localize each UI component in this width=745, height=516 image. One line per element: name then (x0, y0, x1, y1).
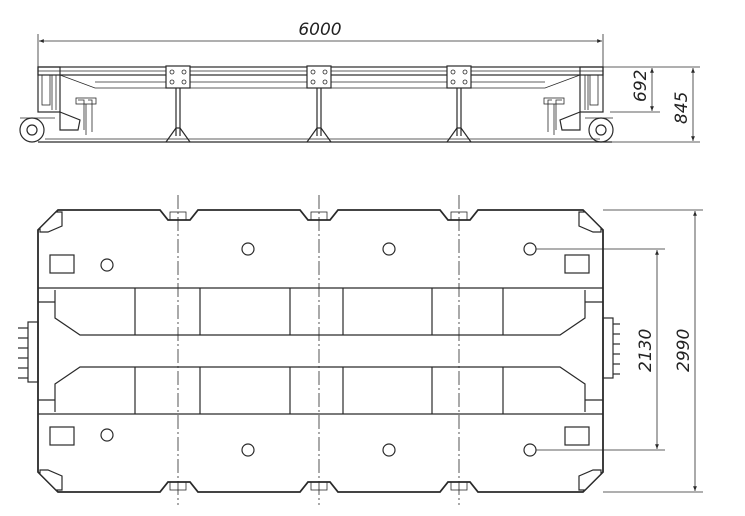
pad-top-right (564, 254, 590, 274)
upper-rail (38, 287, 603, 336)
dim-2990-label: 2990 (674, 329, 694, 372)
side-view: 6000 (19, 20, 700, 143)
dim-845-label: 845 (672, 92, 692, 124)
end-frame-right (579, 66, 604, 113)
end-frame-left (37, 66, 61, 113)
connector-pins-right (602, 317, 620, 379)
pad-top-left (49, 254, 75, 274)
dim-692-label: 692 (631, 70, 651, 102)
lower-rail (38, 366, 603, 415)
wheel-left (19, 117, 45, 143)
column-2 (306, 65, 332, 143)
plan-outline (37, 209, 604, 493)
dim-length-label: 6000 (298, 20, 341, 40)
connector-pins-left (18, 321, 39, 383)
wheel-right (588, 117, 614, 143)
column-3 (446, 65, 472, 143)
pad-bottom-right (564, 426, 590, 446)
dim-2130-label: 2130 (636, 329, 656, 372)
cross-members (134, 288, 504, 414)
plan-view: 2130 2990 (18, 195, 703, 505)
pad-bottom-left (49, 426, 75, 446)
column-1 (165, 65, 191, 143)
mounting-holes (100, 242, 537, 457)
